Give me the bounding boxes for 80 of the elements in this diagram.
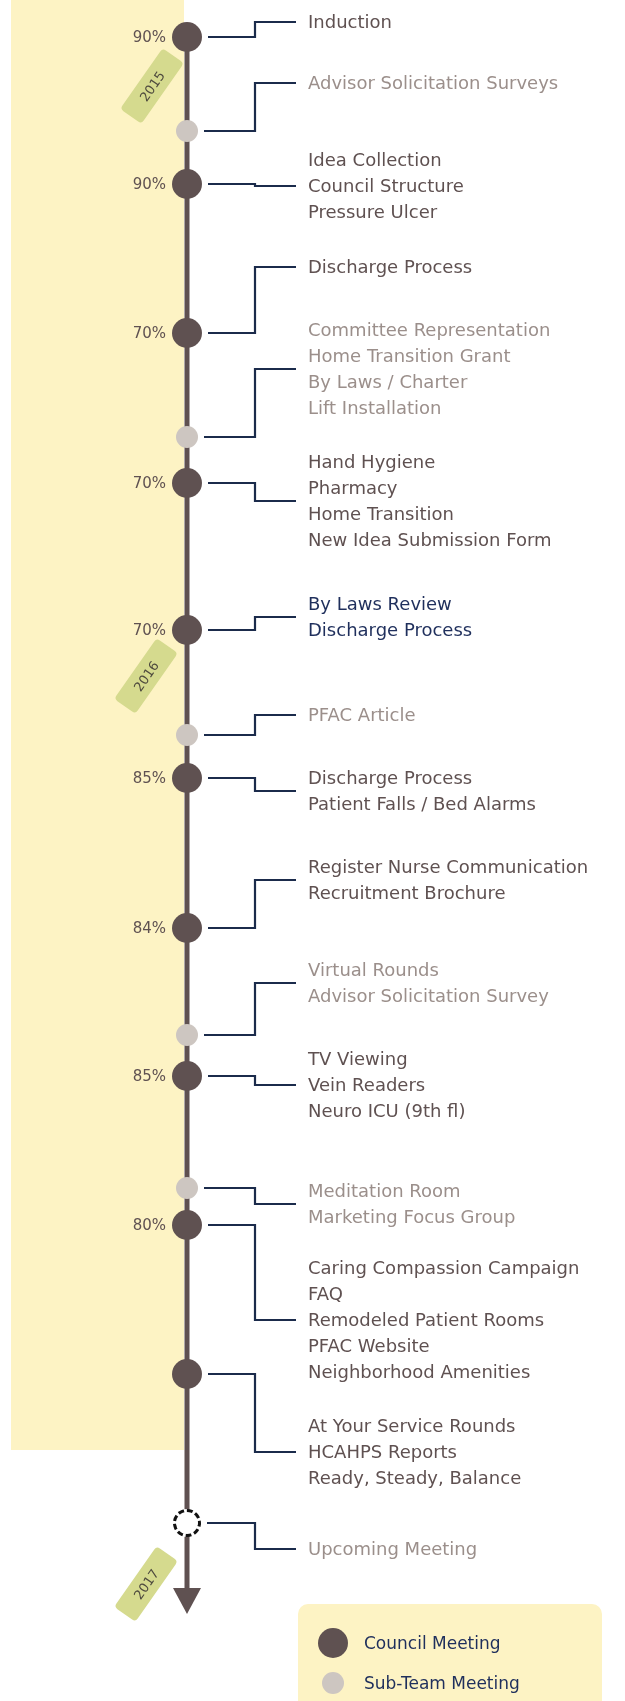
- upcoming-meeting-circle: [173, 1509, 201, 1537]
- connector-line: [208, 1074, 296, 1087]
- connector-line: [207, 1521, 296, 1551]
- meeting-topic: PFAC Website: [308, 1334, 431, 1358]
- meeting-topic: Idea Collection: [308, 148, 443, 172]
- meeting-topic: Caring Compassion Campaign: [308, 1256, 580, 1280]
- meeting-topic: At Your Service Rounds: [308, 1414, 517, 1438]
- percentage-label: 70%: [132, 473, 166, 493]
- meeting-topic: Council Structure: [308, 174, 464, 198]
- council-meeting-dot: [172, 1359, 202, 1389]
- meeting-topic: Committee Representation: [308, 318, 551, 342]
- sub-team-meeting-dot: [176, 1024, 198, 1046]
- percentage-label: 90%: [132, 27, 166, 47]
- connector-line: [204, 713, 296, 737]
- percentage-label: 85%: [132, 768, 166, 788]
- meeting-topic: PFAC Article: [308, 703, 416, 727]
- meeting-topic: Home Transition Grant: [308, 344, 512, 368]
- meeting-topic: Discharge Process: [308, 766, 474, 790]
- connector-line: [208, 481, 296, 503]
- meeting-topic: Lift Installation: [308, 396, 443, 420]
- meeting-topic: Pharmacy: [308, 476, 399, 500]
- connector-line: [208, 1372, 296, 1454]
- council-meeting-dot: [172, 615, 202, 645]
- legend-label: Sub-Team Meeting: [364, 1673, 520, 1693]
- percentage-label: 90%: [132, 174, 166, 194]
- council-meeting-dot: [172, 1061, 202, 1091]
- sub-team-meeting-dot: [176, 724, 198, 746]
- connector-line: [204, 1186, 296, 1206]
- council-meeting-dot: [172, 169, 202, 199]
- council-meeting-dot: [172, 763, 202, 793]
- meeting-topic: By Laws Review: [308, 592, 453, 616]
- council-meeting-dot: [172, 468, 202, 498]
- meeting-topic: Upcoming Meeting: [308, 1537, 478, 1561]
- meeting-topic: Marketing Focus Group: [308, 1205, 516, 1229]
- meeting-topic: TV Viewing: [308, 1047, 409, 1071]
- meeting-topic: Vein Readers: [308, 1073, 427, 1097]
- connector-line: [208, 265, 296, 335]
- meeting-topic: Recruitment Brochure: [308, 881, 507, 905]
- meeting-topic: FAQ: [308, 1282, 344, 1306]
- meeting-topic: Home Transition: [308, 502, 455, 526]
- meeting-topic: New Idea Submission Form: [308, 528, 552, 552]
- meeting-topic: Remodeled Patient Rooms: [308, 1308, 546, 1332]
- connector-line: [208, 615, 296, 632]
- council-meeting-dot: [172, 22, 202, 52]
- meeting-topic: Advisor Solicitation Survey: [308, 984, 549, 1008]
- legend-label: Council Meeting: [364, 1633, 501, 1653]
- percentage-label: 70%: [132, 620, 166, 640]
- meeting-topic: Patient Falls / Bed Alarms: [308, 792, 536, 816]
- meeting-topic: Neuro ICU (9th fl): [308, 1099, 466, 1123]
- connector-line: [208, 776, 296, 793]
- meeting-topic: Ready, Steady, Balance: [308, 1466, 522, 1490]
- council-meeting-dot: [172, 318, 202, 348]
- percentage-label: 84%: [132, 918, 166, 938]
- meeting-topic: Virtual Rounds: [308, 958, 440, 982]
- connector-line: [208, 20, 296, 39]
- meeting-topic: HCAHPS Reports: [308, 1440, 458, 1464]
- connector-line: [204, 367, 296, 439]
- connector-line: [208, 878, 296, 930]
- sub-team-meeting-dot: [176, 426, 198, 448]
- meeting-topic: Discharge Process: [308, 255, 473, 279]
- meeting-topic: Hand Hygiene: [308, 450, 437, 474]
- connector-line: [204, 81, 296, 133]
- sub-team-meeting-dot: [176, 120, 198, 142]
- council-meeting-dot: [172, 1210, 202, 1240]
- percentage-label: 85%: [132, 1066, 166, 1086]
- meeting-topic: Discharge Process: [308, 618, 473, 642]
- meeting-topic: Register Nurse Communication: [308, 855, 589, 879]
- percentage-label: 80%: [132, 1215, 166, 1235]
- percentage-label: 70%: [132, 323, 166, 343]
- meeting-topic: By Laws / Charter: [308, 370, 469, 394]
- meeting-topic: Pressure Ulcer: [308, 200, 439, 224]
- council-meeting-dot: [172, 913, 202, 943]
- meeting-topic: Neighborhood Amenities: [308, 1360, 532, 1384]
- meeting-topic: Meditation Room: [308, 1179, 462, 1203]
- meeting-topic: Induction: [308, 10, 392, 34]
- connector-line: [204, 981, 296, 1037]
- connector-line: [208, 182, 296, 188]
- sub-team-meeting-dot: [176, 1177, 198, 1199]
- meeting-topic: Advisor Solicitation Surveys: [308, 71, 559, 95]
- connector-line: [208, 1223, 296, 1322]
